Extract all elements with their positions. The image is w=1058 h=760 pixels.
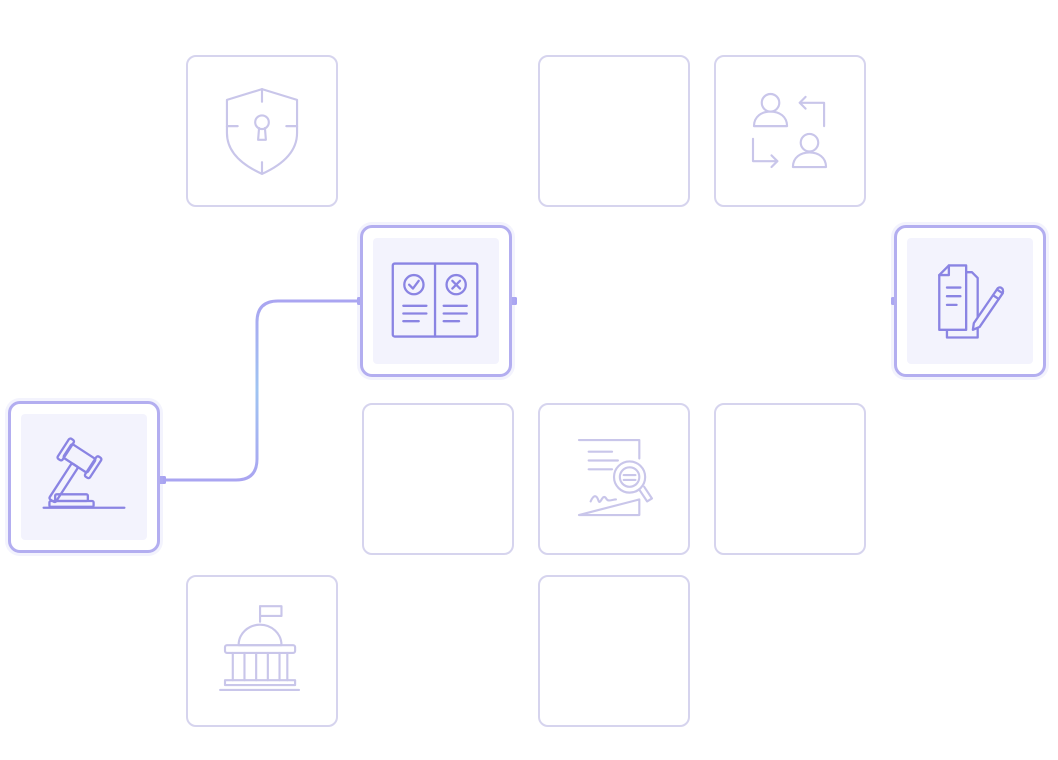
document-search-icon xyxy=(577,438,654,517)
tile-government[interactable] xyxy=(186,575,338,727)
approve-reject-document-icon xyxy=(391,262,479,338)
tile-blank-mid-1[interactable] xyxy=(362,403,514,555)
tile-shield[interactable] xyxy=(186,55,338,207)
government-building-icon xyxy=(219,605,301,692)
tile-signing[interactable] xyxy=(894,225,1046,377)
shield-keyhole-icon xyxy=(225,88,299,175)
connector-gavel-to-comparison xyxy=(160,299,363,482)
tile-gavel-background xyxy=(21,414,147,540)
document-pen-icon xyxy=(938,264,1005,339)
tile-audit[interactable] xyxy=(538,403,690,555)
tile-blank-mid-2[interactable] xyxy=(714,403,866,555)
tile-blank-top-1[interactable] xyxy=(538,55,690,207)
tile-signing-background xyxy=(907,238,1033,364)
tile-blank-bottom[interactable] xyxy=(538,575,690,727)
tile-user-swap[interactable] xyxy=(714,55,866,207)
tile-comparison[interactable] xyxy=(360,225,512,377)
user-swap-icon xyxy=(751,92,828,169)
tile-gavel[interactable] xyxy=(8,401,160,553)
gavel-icon xyxy=(42,437,126,509)
